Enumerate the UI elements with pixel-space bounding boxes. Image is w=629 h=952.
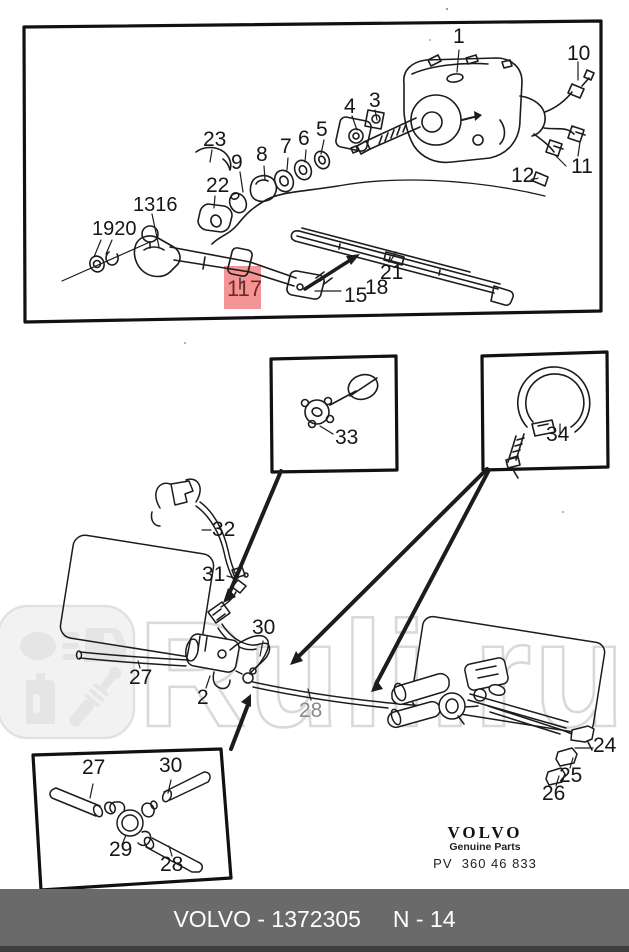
part-label-6: 6 bbox=[298, 127, 310, 150]
part-label-9: 9 bbox=[231, 151, 243, 174]
part-label-30: 30 bbox=[252, 616, 276, 639]
part-label-22: 22 bbox=[206, 174, 230, 197]
part-label-17-highlighted: 117 bbox=[227, 276, 263, 301]
part-label-18: 18 bbox=[365, 276, 389, 299]
inset-part-label-27: 27 bbox=[82, 756, 106, 779]
part-12-cap bbox=[532, 171, 549, 187]
wiper-blade-drawing bbox=[290, 227, 514, 306]
scan-noise bbox=[184, 7, 564, 513]
footer-bar-edge bbox=[0, 946, 629, 952]
connector-10 bbox=[567, 83, 585, 99]
part-label-12: 12 bbox=[511, 164, 535, 187]
part-label-2: 2 bbox=[197, 686, 209, 709]
part-label-13-16: 1316 bbox=[133, 194, 178, 216]
clip-24 bbox=[570, 725, 595, 743]
part-label-8: 8 bbox=[256, 143, 268, 166]
part-label-26: 26 bbox=[542, 782, 566, 805]
inset-part-label-28: 28 bbox=[160, 853, 184, 876]
part-label-4: 4 bbox=[344, 95, 356, 118]
part-label-21: 21 bbox=[380, 261, 404, 284]
part-label-11: 11 bbox=[571, 155, 593, 178]
arm-end-fitting-15 bbox=[286, 270, 325, 300]
top-diagram-box bbox=[22, 7, 603, 513]
part-label-5: 5 bbox=[316, 118, 328, 141]
left-reservoir bbox=[59, 534, 215, 658]
part-label-1: 1 bbox=[453, 25, 465, 48]
inset-part-label-29: 29 bbox=[109, 838, 133, 861]
part-label-33: 33 bbox=[335, 426, 359, 449]
wiper-motor-drawing bbox=[350, 54, 523, 164]
right-reservoir bbox=[410, 615, 606, 735]
part-label-34: 34 bbox=[546, 423, 570, 446]
part-26 bbox=[545, 767, 566, 786]
part-label-15: 15 bbox=[344, 284, 368, 307]
connector-11a bbox=[545, 139, 564, 157]
part-label-19-20: 1920 bbox=[92, 218, 137, 240]
part-label-31: 31 bbox=[202, 563, 226, 586]
rear-washer-pump bbox=[438, 692, 466, 720]
part-label-3: 3 bbox=[369, 89, 381, 112]
volvo-logotype: VOLVO bbox=[447, 823, 523, 842]
inset-box-34 bbox=[290, 350, 610, 692]
motor-wiring-drawing bbox=[519, 69, 595, 187]
pv-part-code: PV 360 46 833 bbox=[433, 856, 537, 871]
part-label-27: 27 bbox=[129, 666, 153, 689]
part-label-7: 7 bbox=[280, 135, 292, 158]
t-connector-29 bbox=[116, 809, 144, 837]
part-label-24: 24 bbox=[593, 734, 617, 757]
part-label-10: 10 bbox=[567, 42, 591, 65]
wiper-arm-drawing bbox=[61, 225, 333, 300]
genuine-parts-label: Genuine Parts bbox=[449, 841, 521, 853]
ruli-logo-badge bbox=[0, 604, 136, 740]
inset-box-connector bbox=[31, 747, 233, 892]
footer-reference-text: VOLVO - 1372305 N - 14 bbox=[173, 906, 456, 932]
washer-pump-2 bbox=[186, 633, 240, 673]
footer-bar: VOLVO - 1372305 N - 14 bbox=[0, 889, 629, 952]
shock-absorber-icon bbox=[69, 667, 122, 727]
part-label-32: 32 bbox=[212, 518, 236, 541]
top-leader-lines bbox=[93, 49, 579, 292]
part-17-clamp bbox=[227, 247, 253, 277]
headlight-icon bbox=[20, 632, 56, 660]
part-label-28: 28 bbox=[299, 699, 323, 722]
washer-system-drawing bbox=[59, 478, 606, 787]
inset-box-33 bbox=[223, 354, 399, 603]
oil-jug-icon bbox=[26, 673, 55, 724]
part-label-25: 25 bbox=[559, 764, 583, 787]
part-label-23: 23 bbox=[203, 128, 227, 151]
inset-part-label-30: 30 bbox=[159, 754, 183, 777]
